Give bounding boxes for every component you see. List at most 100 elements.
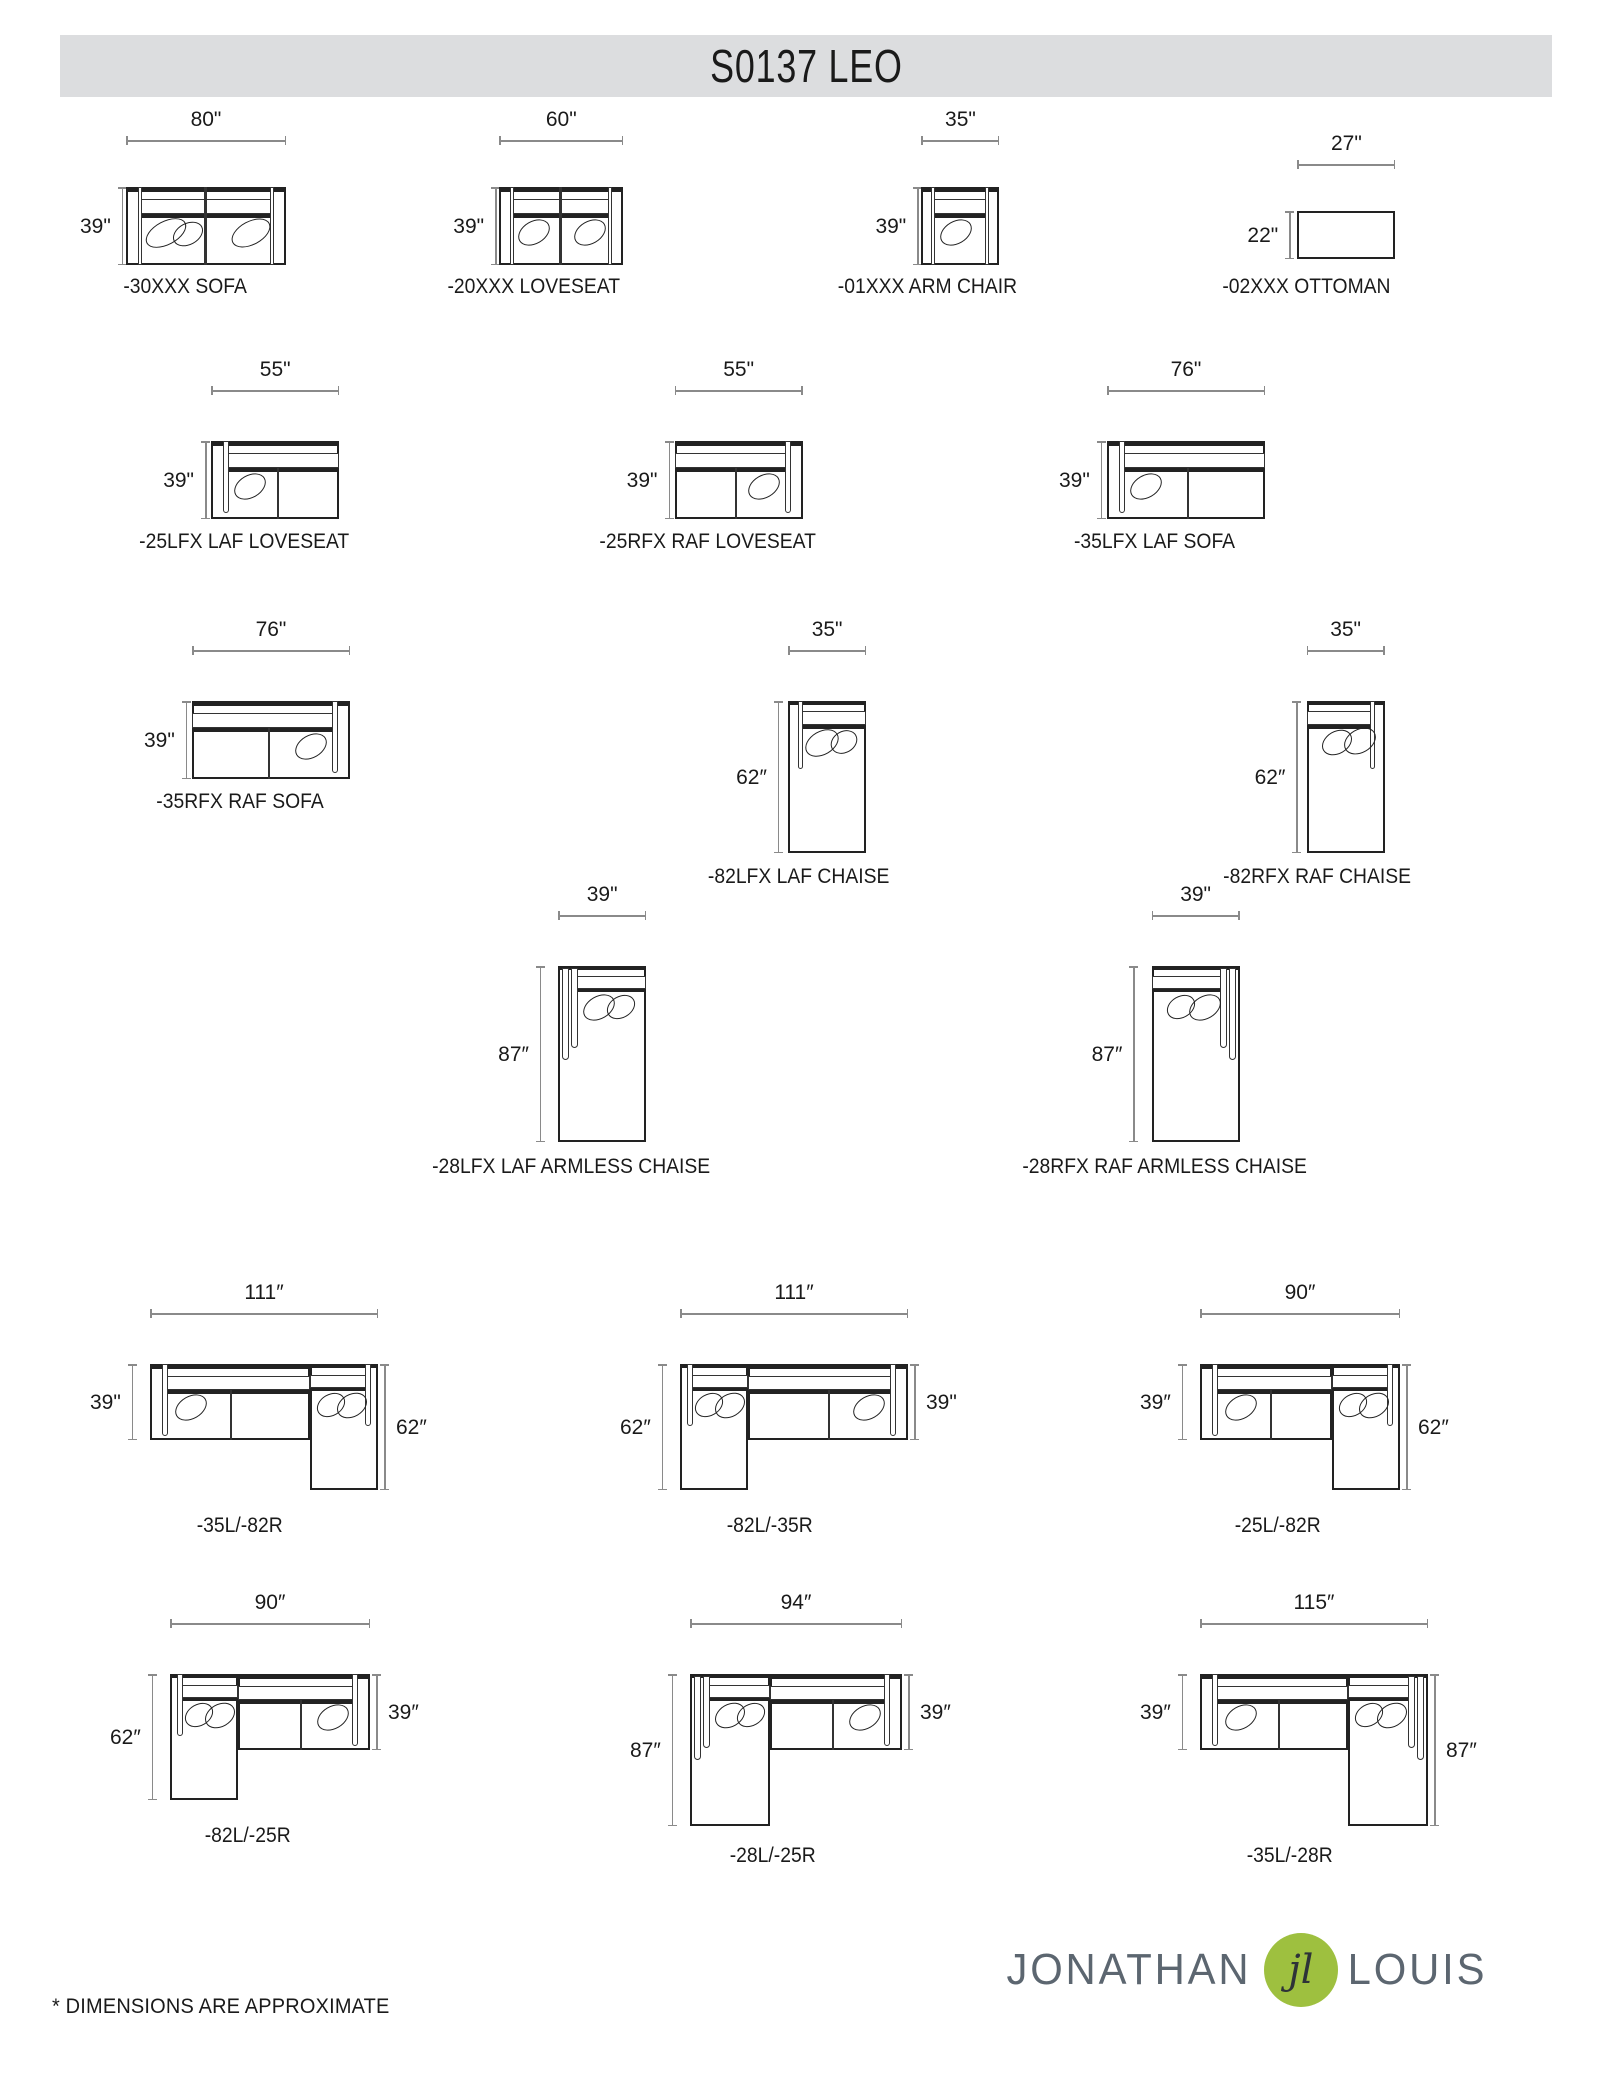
raf-armless-chaise-arm-inner bbox=[1219, 968, 1227, 1048]
loveseat-part-seat-edge bbox=[238, 1700, 356, 1704]
laf-chaise-back bbox=[788, 701, 867, 705]
loveseat-part-divider bbox=[832, 1700, 834, 1750]
sofa-part-left-arm bbox=[1212, 1674, 1218, 1746]
ottoman-outline bbox=[1297, 211, 1396, 259]
sofa-part-back bbox=[1200, 1674, 1348, 1679]
dimension-depth-raf-sofa: 39" bbox=[144, 701, 191, 779]
loveseat-part-back-cushion bbox=[1214, 1376, 1332, 1390]
loveseat-part-back bbox=[770, 1674, 902, 1679]
label-arm-chair: -01XXX ARM CHAIR bbox=[837, 275, 1018, 298]
loveseat-part-seat-edge bbox=[1214, 1390, 1332, 1394]
laf-armless-chaise-back-cushion bbox=[572, 976, 647, 989]
chaise-part-seat-edge bbox=[1332, 1388, 1390, 1391]
piece-sofa: 80" 39" -30XXX SOFA bbox=[80, 109, 290, 299]
dimension-depth-laf-sofa: 39" bbox=[1059, 441, 1106, 519]
figure-laf-armless-chaise: 39" 87″ bbox=[496, 884, 647, 1145]
82l-25r-topview bbox=[170, 1674, 370, 1800]
laf-sofa-seat-edge bbox=[1121, 468, 1265, 472]
loveseat-part-right-arm bbox=[884, 1674, 890, 1746]
raf-loveseat-divider bbox=[734, 468, 737, 519]
armless-chaise-part-arm-outer bbox=[694, 1676, 701, 1760]
loveseat-part-back-cushion bbox=[770, 1686, 888, 1700]
figure-laf-sofa: 76" 39" bbox=[1045, 359, 1265, 520]
dimension-depth-left-28l-25r: 87″ bbox=[630, 1674, 677, 1826]
label-35l-82r: -35L/-82R bbox=[197, 1514, 283, 1537]
figure-raf-chaise: 35" 62″ bbox=[1250, 619, 1385, 855]
armless-chaise-part-back-cushion bbox=[1348, 1685, 1414, 1698]
label-raf-armless-chaise: -28RFX RAF ARMLESS CHAISE bbox=[1022, 1155, 1307, 1178]
laf-loveseat-back bbox=[211, 441, 340, 446]
arm-chair-seat-edge bbox=[933, 214, 988, 218]
laf-sofa-back bbox=[1107, 441, 1265, 446]
raf-loveseat-seat-edge bbox=[674, 468, 789, 472]
dimension-depth-sofa: 39" bbox=[80, 187, 127, 265]
page-title-banner: S0137 LEO bbox=[60, 35, 1552, 97]
sectional-28l-25r: 94″ 87″ 39″ bbox=[630, 1592, 951, 1868]
figure-35l-28r: 115″ 39″ 87″ bbox=[1140, 1592, 1477, 1830]
laf-chaise-seat-edge bbox=[800, 725, 867, 729]
raf-loveseat-back-cushion bbox=[674, 453, 789, 468]
chaise-part-left-arm bbox=[687, 1364, 693, 1426]
chaise-part-back-cushion bbox=[1332, 1375, 1390, 1388]
dimension-depth-raf-chaise: 62″ bbox=[1255, 701, 1302, 853]
raf-chaise-back bbox=[1306, 701, 1385, 705]
raf-armless-chaise-seat-edge bbox=[1151, 989, 1226, 992]
sofa-left-arm bbox=[138, 187, 142, 265]
piece-laf-sofa: 76" 39" -35LFX LAF SOFA bbox=[1045, 359, 1265, 554]
chaise-part-back bbox=[170, 1674, 238, 1678]
laf-chaise-left-arm bbox=[798, 701, 804, 769]
raf-sofa-back bbox=[192, 701, 350, 706]
armless-chaise-part-arm-inner bbox=[1408, 1676, 1415, 1748]
sofa-part-divider bbox=[1278, 1700, 1280, 1750]
laf-sofa-topview bbox=[1107, 441, 1265, 519]
piece-raf-sofa: 76" 39" -35RFX RAF SOFA bbox=[130, 619, 350, 814]
raf-chaise-seat-edge bbox=[1306, 725, 1373, 729]
dimension-width-laf-armless-chaise: 39" bbox=[558, 884, 647, 920]
raf-sofa-right-arm bbox=[332, 701, 338, 773]
dimension-width-35l-82r: 111″ bbox=[150, 1282, 378, 1318]
sofa-part-back bbox=[150, 1364, 310, 1369]
loveseat-part-left-arm bbox=[1212, 1364, 1218, 1436]
figure-laf-loveseat: 55" 39" bbox=[149, 359, 340, 520]
loveseat-part-back-cushion bbox=[238, 1686, 356, 1700]
label-82l-35r: -82L/-35R bbox=[727, 1514, 813, 1537]
sofa-part-seat-edge bbox=[1214, 1700, 1348, 1704]
sofa-part-divider bbox=[230, 1390, 232, 1440]
chaise-part-seat-edge bbox=[690, 1388, 748, 1391]
chaise-part-back-cushion bbox=[310, 1375, 368, 1388]
sofa-part-back-cushion bbox=[164, 1376, 310, 1390]
laf-chaise-back-cushion bbox=[800, 711, 867, 725]
dimensions-approximate-note: * DIMENSIONS ARE APPROXIMATE bbox=[52, 1995, 390, 2018]
dimension-depth-laf-armless-chaise: 87″ bbox=[498, 966, 545, 1142]
ottoman-topview bbox=[1297, 211, 1396, 259]
figure-raf-armless-chaise: 39" 87″ bbox=[1090, 884, 1240, 1145]
label-laf-armless-chaise: -28LFX LAF ARMLESS CHAISE bbox=[432, 1155, 711, 1178]
armless-chaise-part-back-cushion bbox=[704, 1685, 770, 1698]
loveseat-part-back bbox=[1200, 1364, 1332, 1369]
figure-28l-25r: 94″ 87″ 39″ bbox=[630, 1592, 951, 1830]
arm-chair-left-arm bbox=[931, 187, 936, 265]
sofa-right-arm bbox=[270, 187, 274, 265]
raf-chaise-back-cushion bbox=[1306, 711, 1373, 725]
piece-loveseat: 60" 39" -20XXX LOVESEAT bbox=[440, 109, 628, 299]
armless-chaise-part-back bbox=[690, 1674, 770, 1678]
piece-ottoman: 27" 22" -02XXX OTTOMAN bbox=[1215, 133, 1398, 299]
sofa-part-seat-edge bbox=[748, 1390, 894, 1394]
dimension-width-arm-chair: 35" bbox=[921, 109, 1000, 145]
laf-armless-chaise-arm-inner bbox=[571, 968, 579, 1048]
laf-armless-chaise-seat-edge bbox=[572, 989, 647, 992]
chaise-part-right-arm bbox=[365, 1364, 371, 1426]
piece-laf-loveseat: 55" 39" -25LFX LAF LOVESEAT bbox=[130, 359, 358, 554]
sofa-part-seat-edge bbox=[164, 1390, 310, 1394]
dimension-depth-right-82l-25r: 39″ bbox=[372, 1674, 419, 1750]
raf-loveseat-back bbox=[674, 441, 803, 446]
dimension-depth-right-25l-82r: 62″ bbox=[1402, 1364, 1449, 1490]
page-title: S0137 LEO bbox=[709, 40, 903, 92]
dimension-width-sofa: 80" bbox=[126, 109, 286, 145]
raf-sofa-divider bbox=[268, 728, 270, 779]
sofa-part-left-arm bbox=[162, 1364, 168, 1436]
dimension-depth-left-82l-35r: 62″ bbox=[620, 1364, 667, 1490]
chaise-part-right-arm bbox=[1387, 1364, 1393, 1426]
laf-loveseat-divider bbox=[277, 468, 280, 519]
